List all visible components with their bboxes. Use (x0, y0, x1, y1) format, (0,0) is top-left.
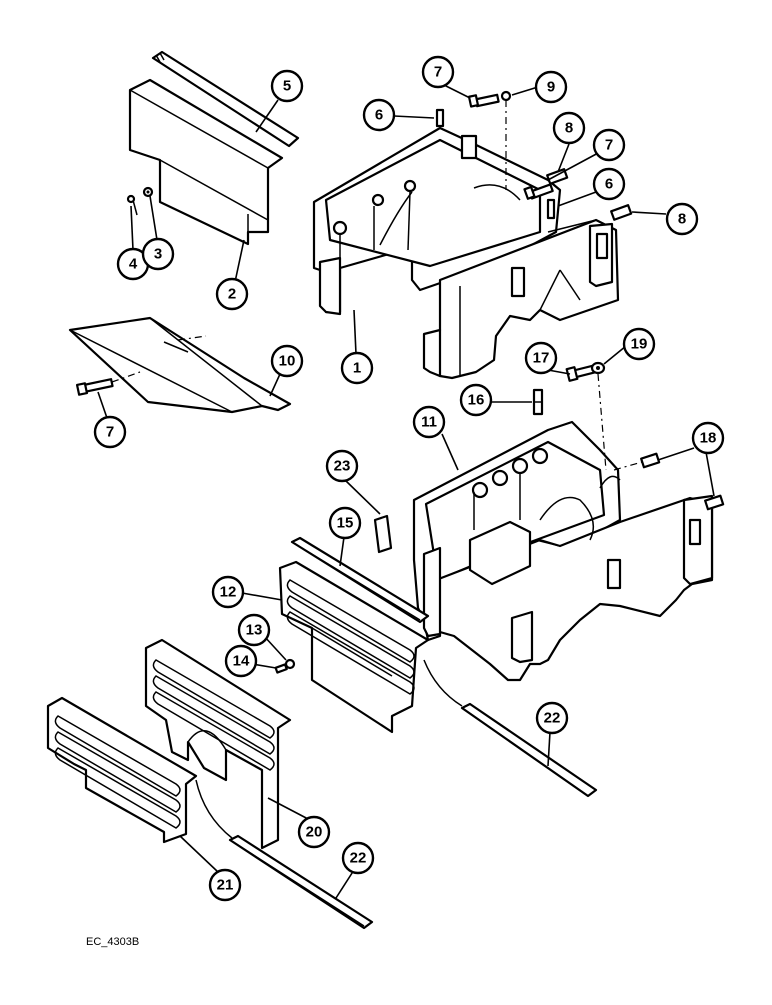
svg-text:3: 3 (154, 246, 162, 263)
part-11-rear-frame (412, 420, 714, 682)
svg-text:7: 7 (106, 424, 114, 441)
svg-text:7: 7 (605, 137, 613, 154)
part-9-washer (500, 90, 512, 190)
svg-text:17: 17 (533, 350, 550, 367)
part-20-grille-panel (144, 638, 292, 850)
callout-22-bottom: 22 (341, 841, 375, 875)
part-10-shield (68, 316, 292, 414)
part-16-stud (532, 388, 544, 416)
part-3-washer (142, 186, 154, 198)
svg-text:23: 23 (334, 458, 351, 475)
svg-text:8: 8 (678, 211, 686, 228)
callout-21: 21 (208, 868, 242, 902)
callout-7-side: 7 (592, 128, 626, 162)
svg-text:10: 10 (279, 353, 296, 370)
callout-5: 5 (270, 69, 304, 103)
svg-text:5: 5 (283, 78, 291, 95)
callout-8-top: 8 (552, 111, 586, 145)
callout-6-side: 6 (592, 167, 626, 201)
part-19-washer (590, 361, 607, 471)
guide-curve-bottom (195, 779, 233, 839)
callout-18: 18 (691, 421, 725, 455)
part-18-pin-b (704, 494, 725, 511)
svg-text:2: 2 (228, 286, 236, 303)
part-22-strip-bottom (228, 834, 374, 930)
part-13-washer (284, 658, 296, 670)
callout-12: 12 (211, 575, 245, 609)
callout-22-right: 22 (535, 701, 569, 735)
callout-10: 10 (270, 344, 304, 378)
part-15-strip (290, 536, 430, 624)
svg-text:4: 4 (129, 256, 138, 273)
svg-text:21: 21 (217, 877, 234, 894)
part-17-bolt (565, 364, 596, 382)
callout-6-top: 6 (362, 98, 396, 132)
callouts: 5 4 3 2 6 7 9 8 7 6 8 1 10 7 17 19 16 11… (93, 55, 725, 902)
svg-text:19: 19 (631, 336, 648, 353)
part-7-bolt-top (467, 93, 500, 108)
callout-13: 13 (237, 613, 271, 647)
part-14-screw (274, 663, 288, 674)
svg-text:6: 6 (375, 107, 383, 124)
svg-text:13: 13 (246, 622, 263, 639)
svg-text:16: 16 (468, 392, 485, 409)
callout-7-lower: 7 (93, 415, 127, 449)
callout-1: 1 (340, 351, 374, 385)
svg-text:15: 15 (337, 515, 354, 532)
callout-17: 17 (524, 341, 558, 375)
callout-8-side: 8 (665, 202, 699, 236)
callout-14: 14 (224, 644, 258, 678)
part-18-pin-a (640, 452, 661, 469)
leader-lines (97, 83, 715, 899)
svg-text:6: 6 (605, 176, 613, 193)
guide-curve-right (423, 659, 463, 707)
svg-text:14: 14 (233, 653, 250, 670)
part-23-pad (373, 514, 393, 554)
part-7-bolt-lower (75, 371, 141, 396)
svg-text:7: 7 (434, 64, 442, 81)
figure-id-label: EC_4303B (86, 936, 140, 948)
svg-text:22: 22 (350, 850, 367, 867)
svg-text:20: 20 (306, 824, 323, 841)
part-6-stud-side (546, 198, 556, 220)
part-12-grille-panel (278, 560, 430, 734)
callout-7-top: 7 (421, 55, 455, 89)
svg-text:1: 1 (353, 360, 361, 377)
callout-19: 19 (622, 327, 656, 361)
svg-text:18: 18 (700, 430, 717, 447)
svg-text:8: 8 (565, 120, 573, 137)
callout-20: 20 (297, 815, 331, 849)
part-2-cover-plate (128, 78, 284, 246)
svg-text:9: 9 (547, 79, 555, 96)
svg-text:22: 22 (544, 710, 561, 727)
part-22-strip-right (460, 702, 598, 798)
callout-15: 15 (328, 506, 362, 540)
part-7-bolt-side (523, 183, 554, 200)
svg-text:11: 11 (421, 414, 437, 431)
part-8-pin-side (610, 204, 633, 221)
callout-2: 2 (215, 277, 249, 311)
svg-text:12: 12 (220, 584, 237, 601)
callout-3: 3 (141, 237, 175, 271)
part-6-stud-top (435, 108, 445, 128)
callout-23: 23 (325, 449, 359, 483)
part-4-screw (126, 194, 138, 216)
callout-16: 16 (459, 383, 493, 417)
part-1-front-frame (312, 126, 620, 380)
part-21-grille-panel (46, 696, 198, 844)
callout-11: 11 (412, 405, 446, 439)
callout-9: 9 (534, 70, 568, 104)
